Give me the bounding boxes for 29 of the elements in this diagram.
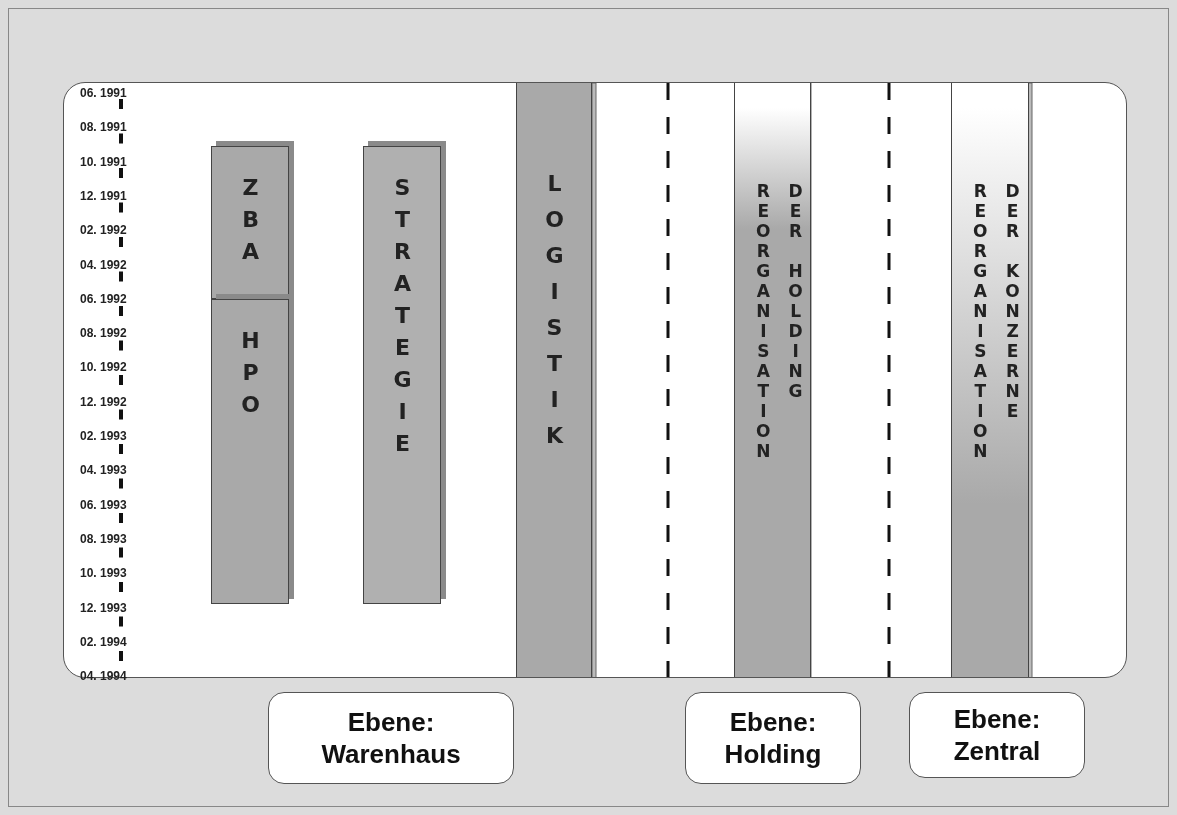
project-label: REORGANISATION DER KONZERNE xyxy=(969,181,1024,463)
date-tick-label: 06. 1991 xyxy=(80,86,127,100)
project-label: HPO xyxy=(237,328,265,424)
date-tick-label: 06. 1992 xyxy=(80,291,127,306)
project-label: STRATEGIE xyxy=(389,175,417,463)
level-label-box: Ebene: Warenhaus xyxy=(268,692,514,784)
date-tick-label: 08. 1992 xyxy=(80,326,127,341)
date-tick-label: 12. 1991 xyxy=(80,188,127,203)
date-tick-label: 08. 1991 xyxy=(80,120,127,135)
project-label: ZBA xyxy=(237,175,265,271)
date-tick-label: 06. 1993 xyxy=(80,497,127,512)
date-tick-label: 12. 1992 xyxy=(80,394,127,409)
date-tick-label: 10. 1991 xyxy=(80,154,127,169)
date-tick-label: 08. 1993 xyxy=(80,531,127,546)
project-column xyxy=(734,83,811,677)
project-label: LOGISTIK xyxy=(541,171,569,459)
date-tick-label: 04. 1993 xyxy=(80,463,127,478)
date-tick-label: 02. 1993 xyxy=(80,429,127,443)
level-label-box: Ebene: Holding xyxy=(685,692,861,784)
date-tick-label: 04. 1992 xyxy=(80,257,127,272)
date-tick-label: 10. 1992 xyxy=(80,360,127,375)
project-label: REORGANISATION DER HOLDING xyxy=(752,181,807,463)
project-column xyxy=(516,83,592,677)
date-tick-label: 12. 1993 xyxy=(80,600,127,615)
date-tick-label: 02. 1994 xyxy=(80,634,127,649)
date-tick-label: 10. 1993 xyxy=(80,566,127,581)
date-tick-label: 02. 1992 xyxy=(80,223,127,238)
project-column xyxy=(951,83,1029,677)
level-label-box: Ebene: Zentral xyxy=(909,692,1085,778)
